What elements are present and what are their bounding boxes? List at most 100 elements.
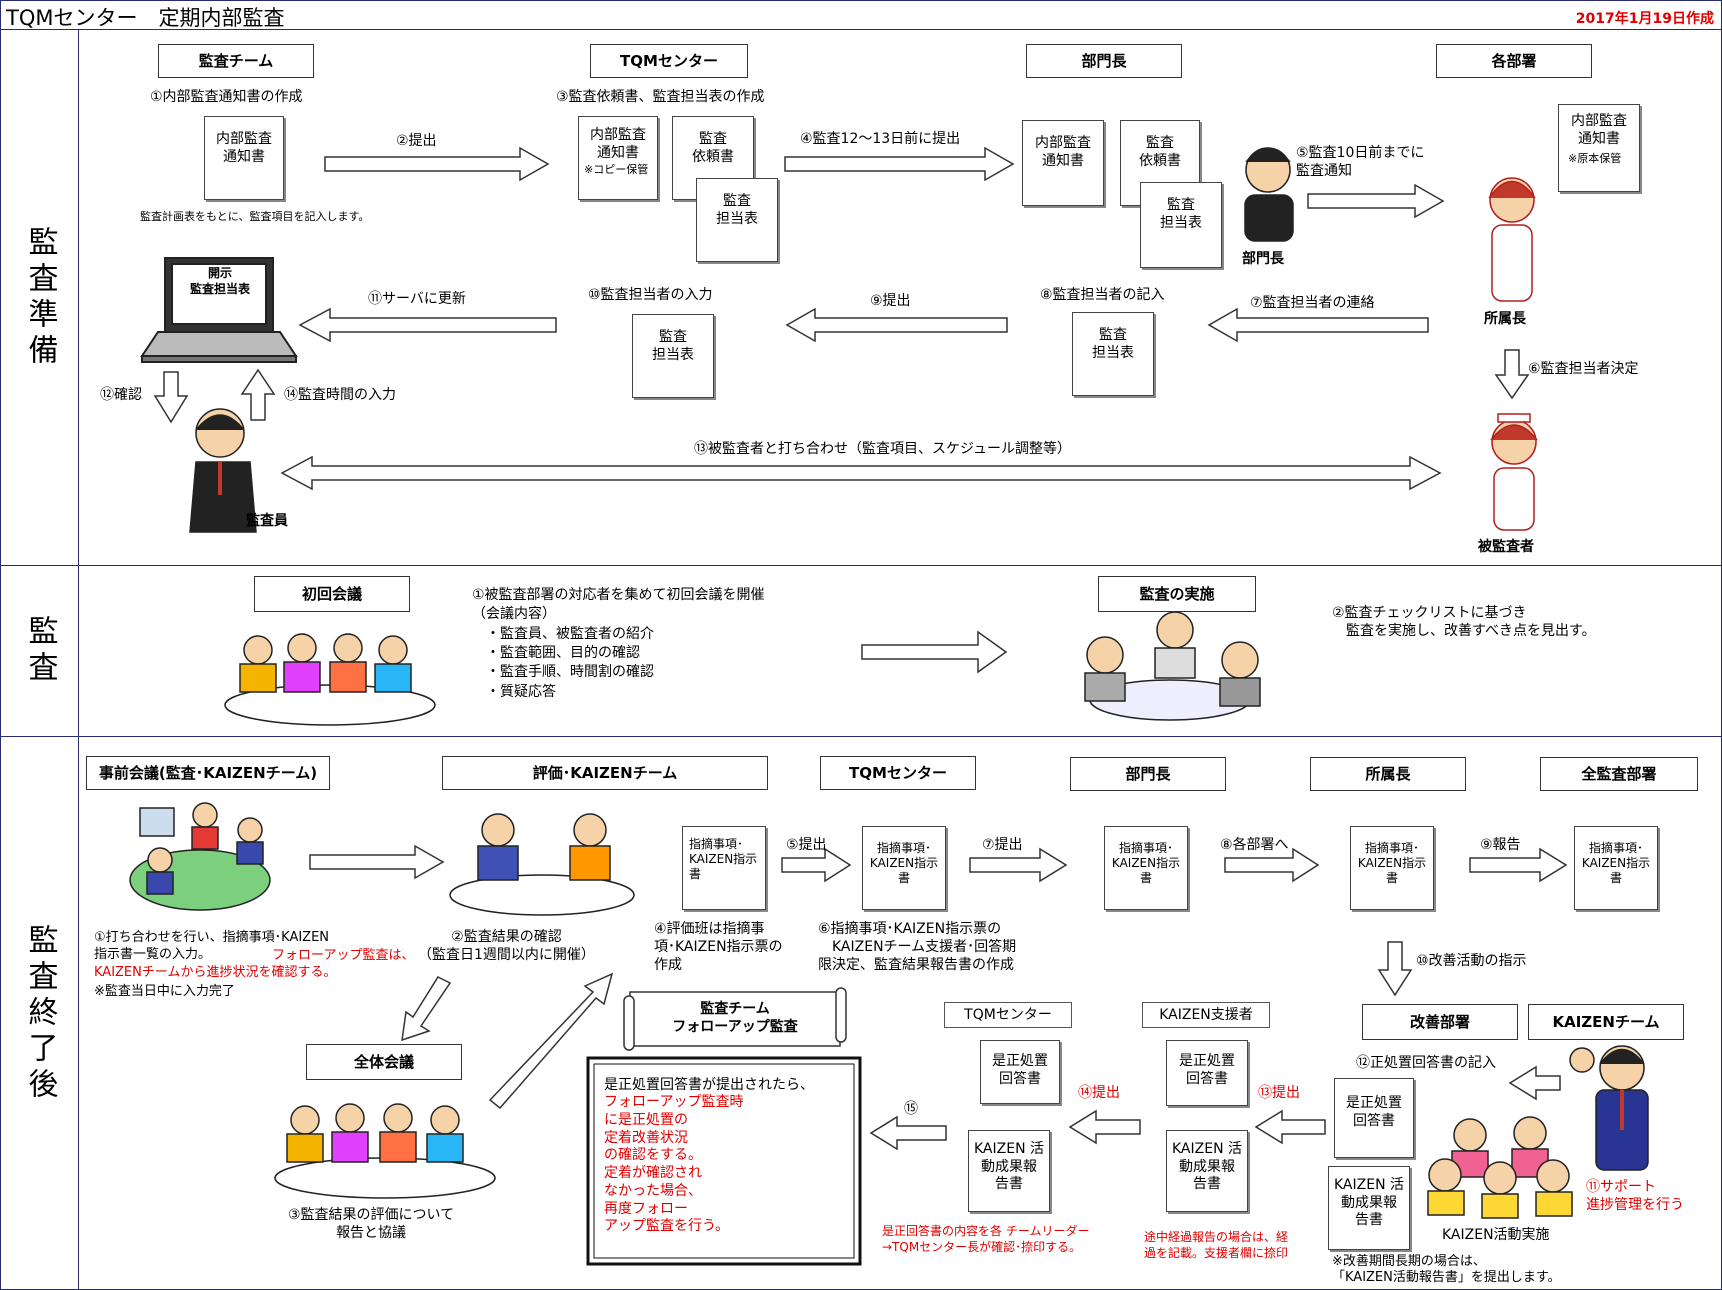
arrow-right <box>861 630 1008 674</box>
step-9-label: ⑨提出 <box>870 293 911 309</box>
section-label-audit: 監査 <box>22 615 58 687</box>
copy-note: ※コピー保管 <box>584 163 649 176</box>
auditor-person-icon <box>189 408 257 533</box>
followup-box-frame <box>586 1056 862 1266</box>
role-audit-team: 監査チーム <box>158 44 314 78</box>
header-line <box>0 29 1722 30</box>
note-long-period: ※改善期間長期の場合は、 「KAIZEN活動報告書」を提出します。 <box>1332 1254 1561 1286</box>
role-improve-dept: 改善部署 <box>1362 1004 1518 1040</box>
arrow-right <box>784 146 1015 182</box>
person-label-dept-head: 部門長 <box>1242 251 1284 267</box>
role-general-meeting: 全体会議 <box>306 1044 462 1080</box>
step-13-label: ⑬被監査者と打ち合わせ（監査項目、スケジュール調整等） <box>694 441 1072 457</box>
section-line-1 <box>0 565 1722 566</box>
doc-corrective-tqm: 是正処置 回答書 <box>980 1040 1060 1104</box>
arrow-right <box>1307 183 1445 219</box>
supporter-person-icon <box>1569 1045 1649 1171</box>
arrow-right <box>1224 847 1320 883</box>
first-meeting-illustration <box>224 633 436 726</box>
arrow-left <box>785 307 1008 343</box>
audit-implement-text: ②監査チェックリストに基づき 監査を実施し、改善すべき点を見出す。 <box>1332 605 1596 640</box>
doc-indication-5: 指摘事項･ KAIZEN指示 書 <box>1574 826 1658 910</box>
auditee-person-icon <box>1490 413 1538 531</box>
arrow-right <box>309 844 445 880</box>
step-3-label: ③監査依頼書、監査担当表の作成 <box>556 89 765 105</box>
role-tqm-2: TQMセンター <box>944 1002 1072 1028</box>
step-7-label: ⑦監査担当者の連絡 <box>1250 295 1375 311</box>
step-10-label: ⑩監査担当者の入力 <box>588 287 713 303</box>
person-label-auditee: 被監査者 <box>1478 539 1534 555</box>
role-kaizen-supporter: KAIZEN支援者 <box>1142 1002 1270 1028</box>
arrow-right <box>324 146 550 182</box>
doc-indication-4: 指摘事項･ KAIZEN指示 書 <box>1350 826 1434 910</box>
note-tqm: 是正回答書の内容を各 チームリーダー →TQMセンター長が確認･捺印する。 <box>882 1224 1090 1254</box>
laptop-screen-text: 開示 監査担当表 <box>189 266 250 296</box>
doc-request: 監査 依頼書 <box>672 116 754 200</box>
page-title: TQMセンター 定期内部監査 <box>6 6 285 30</box>
person-label-manager: 所属長 <box>1484 311 1526 327</box>
arrow-left <box>1508 1065 1561 1101</box>
role-tqm-after: TQMセンター <box>820 756 976 790</box>
section-divider <box>78 29 79 1290</box>
after-step-2: ②監査結果の確認 （監査日1週間以内に開催） <box>418 929 595 964</box>
after-step-3: ③監査結果の評価について 報告と協議 <box>288 1207 455 1242</box>
after-step-8: ⑧各部署へ <box>1220 837 1289 853</box>
dept-head-person-icon <box>1244 147 1294 242</box>
section-label-after: 監査終了後 <box>22 923 58 1104</box>
after-step-12: ⑫正処置回答書の記入 <box>1356 1055 1496 1071</box>
followup-text-1: 是正処置回答書が提出されたら、 <box>604 1077 814 1093</box>
after-step-11: ⑪サポート 進捗管理を行う <box>1586 1179 1684 1214</box>
general-meeting-illustration <box>274 1103 496 1199</box>
after-step-14: ⑭提出 <box>1078 1085 1120 1101</box>
followup-text-2: フォローアップ監査時 に是正処置の 定着改善状況 の確認をする。 定着が確認され… <box>604 1094 744 1235</box>
role-all-depts: 全監査部署 <box>1540 757 1698 791</box>
doc-indication-3: 指摘事項･ KAIZEN指示 書 <box>1104 826 1188 910</box>
role-tqm-center: TQMセンター <box>590 44 748 78</box>
note-audit-plan: 監査計画表をもとに、監査項目を記入します。 <box>140 210 370 223</box>
doc-notice-copy: 内部監査 通知書 <box>578 116 658 200</box>
kaizen-activity-label: KAIZEN活動実施 <box>1442 1227 1550 1243</box>
scroll-banner <box>623 987 847 1051</box>
eval-meeting-illustration <box>449 813 635 916</box>
role-manager-after: 所属長 <box>1310 757 1466 791</box>
role-kaizen-team: KAIZENチーム <box>1528 1004 1684 1040</box>
audit-implement-illustration <box>1084 611 1261 721</box>
after-step-7: ⑦提出 <box>982 837 1023 853</box>
double-arrow <box>280 455 1442 491</box>
step-11-label: ⑪サーバに更新 <box>368 291 466 307</box>
doc-result-tqm: KAIZEN 活 動成果報 告書 <box>968 1130 1050 1212</box>
arrow-down <box>1377 941 1413 997</box>
arrow-down <box>1494 349 1530 400</box>
doc-charge-dept: 監査 担当表 <box>1140 182 1222 268</box>
kaizen-team-illustration <box>1427 1116 1573 1219</box>
person-label-auditor: 監査員 <box>246 513 288 529</box>
section-line-2 <box>0 736 1722 737</box>
doc-indication-2: 指摘事項･ KAIZEN指示 書 <box>862 826 946 910</box>
step-12-label: ⑫確認 <box>100 387 142 403</box>
original-note: ※原本保管 <box>1568 152 1622 165</box>
after-step-4: ④評価班は指摘事 項･KAIZEN指示票の 作成 <box>654 921 783 974</box>
pre-meeting-illustration <box>129 802 271 911</box>
step-4-label: ④監査12～13日前に提出 <box>800 131 961 147</box>
scroll-text: 監査チーム フォローアップ監査 <box>672 1001 798 1036</box>
doc-corrective-dept: 是正処置 回答書 <box>1334 1078 1414 1158</box>
arrow-right <box>969 847 1068 883</box>
role-pre-meeting: 事前会議(監査･KAIZENチーム) <box>86 756 330 790</box>
after-step-9: ⑨報告 <box>1480 837 1521 853</box>
doc-internal-notice: 内部監査 通知書 <box>204 116 284 200</box>
arrow-diag-up <box>488 972 614 1110</box>
arrow-up <box>240 368 276 421</box>
arrow-right <box>781 847 852 883</box>
after-step-15: ⑮ <box>904 1101 918 1117</box>
arrow-left <box>869 1115 947 1151</box>
step-14-label: ⑭監査時間の入力 <box>284 387 396 403</box>
creation-date: 2017年1月19日作成 <box>1575 11 1714 27</box>
arrow-left <box>1254 1109 1326 1145</box>
doc-charge-fill: 監査 担当表 <box>1072 312 1154 396</box>
step-2-label: ②提出 <box>396 133 437 149</box>
after-step-10: ⑩改善活動の指示 <box>1416 953 1527 969</box>
arrow-left <box>1068 1109 1141 1145</box>
after-step-5: ⑤提出 <box>786 837 827 853</box>
role-eval-team: 評価･KAIZENチーム <box>442 756 768 790</box>
